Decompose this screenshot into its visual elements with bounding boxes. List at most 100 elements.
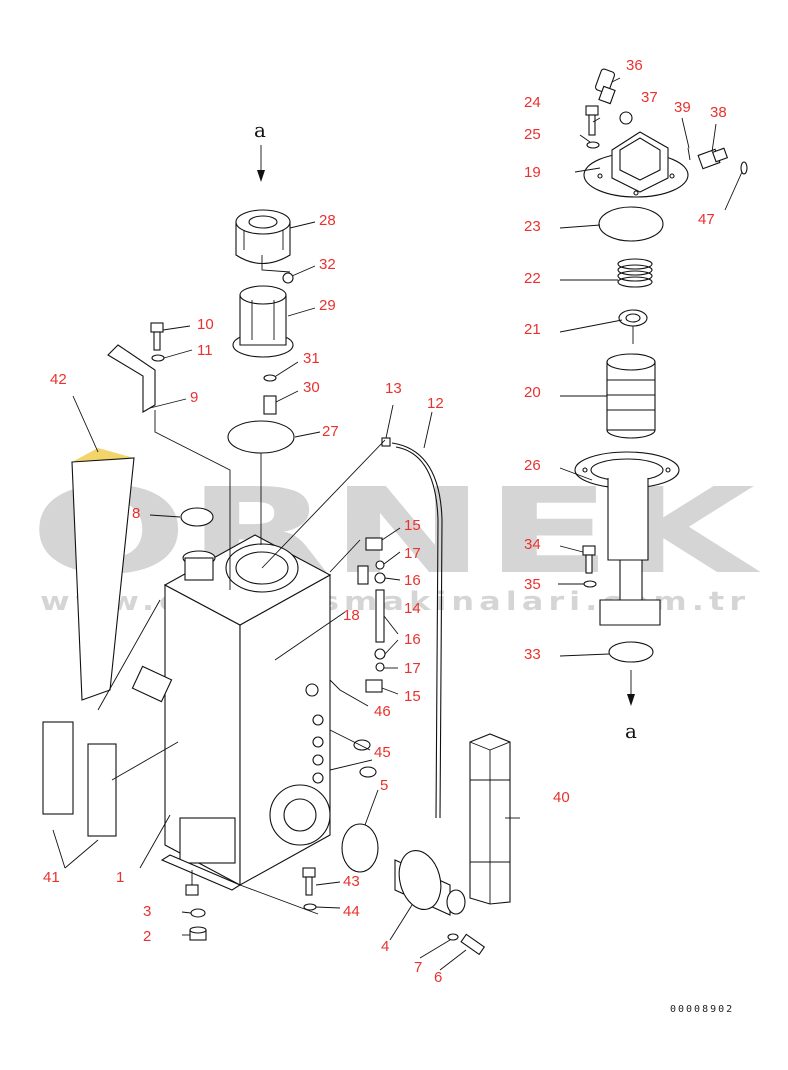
- ball-37: [619, 111, 633, 125]
- washer-25: [586, 141, 600, 149]
- nut-17a: [375, 560, 385, 570]
- bolt-43: [302, 867, 316, 896]
- washer-11: [151, 354, 165, 362]
- plate-18: [357, 565, 369, 585]
- label-35: 35: [524, 576, 541, 593]
- cover-19: [583, 131, 689, 198]
- filter-element-20: [606, 353, 656, 439]
- label-29: 29: [319, 297, 336, 314]
- view-marker-top-label: a: [254, 118, 266, 142]
- label-19: 19: [524, 164, 541, 181]
- oring-5: [341, 823, 379, 873]
- nut-32: [282, 272, 294, 284]
- label-47: 47: [698, 211, 715, 228]
- label-17b: 17: [404, 660, 421, 677]
- oring-33: [608, 641, 654, 663]
- breather-fitting-36: [594, 68, 616, 105]
- spring-22: [617, 258, 653, 288]
- washer-35: [583, 580, 597, 588]
- view-marker-right-label: a: [625, 719, 637, 743]
- label-7: 7: [414, 959, 422, 976]
- label-5: 5: [380, 777, 388, 794]
- plug-8: [180, 507, 214, 527]
- strainer-case-26: [574, 451, 680, 626]
- label-14: 14: [404, 600, 421, 617]
- bolt-6: [460, 933, 486, 956]
- washer-31: [263, 374, 277, 382]
- view-marker-right: a: [625, 670, 637, 743]
- plug-45b: [359, 766, 377, 778]
- label-21: 21: [524, 321, 541, 338]
- label-30: 30: [303, 379, 320, 396]
- drawing-code: 00008902: [670, 1004, 734, 1015]
- cover-42: [71, 457, 135, 701]
- label-37: 37: [641, 89, 658, 106]
- bolt-30: [263, 395, 277, 415]
- label-31: 31: [303, 350, 320, 367]
- view-marker-top: a: [254, 118, 266, 182]
- panel-41b: [87, 743, 117, 837]
- label-40: 40: [553, 789, 570, 806]
- bolt-34: [582, 545, 596, 574]
- bolt-24: [585, 105, 599, 136]
- bolt-10: [150, 322, 164, 351]
- label-9: 9: [190, 389, 198, 406]
- label-8: 8: [132, 505, 140, 522]
- label-18: 18: [343, 607, 360, 624]
- gasket-23: [598, 206, 664, 242]
- drain-plug-2: [189, 926, 207, 941]
- label-44: 44: [343, 903, 360, 920]
- label-17a: 17: [404, 545, 421, 562]
- plug-3: [190, 908, 206, 918]
- label-15b: 15: [404, 688, 421, 705]
- label-36: 36: [626, 57, 643, 74]
- oring-47: [740, 161, 748, 175]
- label-2: 2: [143, 928, 151, 945]
- gasket-27: [227, 420, 295, 454]
- label-43: 43: [343, 873, 360, 890]
- label-12: 12: [427, 395, 444, 412]
- label-16a: 16: [404, 572, 421, 589]
- label-13: 13: [385, 380, 402, 397]
- label-3: 3: [143, 903, 151, 920]
- nut-16b: [374, 648, 386, 660]
- label-4: 4: [381, 938, 389, 955]
- filter-body-29: [232, 285, 294, 358]
- washer-7: [447, 933, 459, 941]
- label-33: 33: [524, 646, 541, 663]
- label-42: 42: [50, 371, 67, 388]
- leader-lines: [52, 77, 743, 971]
- label-10: 10: [197, 316, 214, 333]
- label-28: 28: [319, 212, 336, 229]
- label-27: 27: [322, 423, 339, 440]
- label-15a: 15: [404, 517, 421, 534]
- label-34: 34: [524, 536, 541, 553]
- nut-17b: [375, 662, 385, 672]
- label-24: 24: [524, 94, 541, 111]
- elbow-15b: [365, 679, 383, 693]
- label-16b: 16: [404, 631, 421, 648]
- fitting-38: [697, 147, 729, 170]
- label-25: 25: [524, 126, 541, 143]
- label-46: 46: [374, 703, 391, 720]
- block-40: [469, 733, 511, 905]
- label-22: 22: [524, 270, 541, 287]
- label-38: 38: [710, 104, 727, 121]
- label-20: 20: [524, 384, 541, 401]
- label-45: 45: [374, 744, 391, 761]
- label-6: 6: [434, 969, 442, 986]
- cap-28: [235, 209, 291, 265]
- pin-39: [687, 147, 691, 161]
- panel-41a: [42, 721, 74, 815]
- valve-21: [618, 309, 648, 344]
- label-23: 23: [524, 218, 541, 235]
- bracket-9: [107, 344, 156, 413]
- label-41: 41: [43, 869, 60, 886]
- elbow-15a: [365, 537, 383, 551]
- label-11: 11: [197, 342, 213, 359]
- label-39: 39: [674, 99, 691, 116]
- nut-16a: [374, 572, 386, 584]
- pipe-12: [391, 442, 443, 819]
- label-26: 26: [524, 457, 541, 474]
